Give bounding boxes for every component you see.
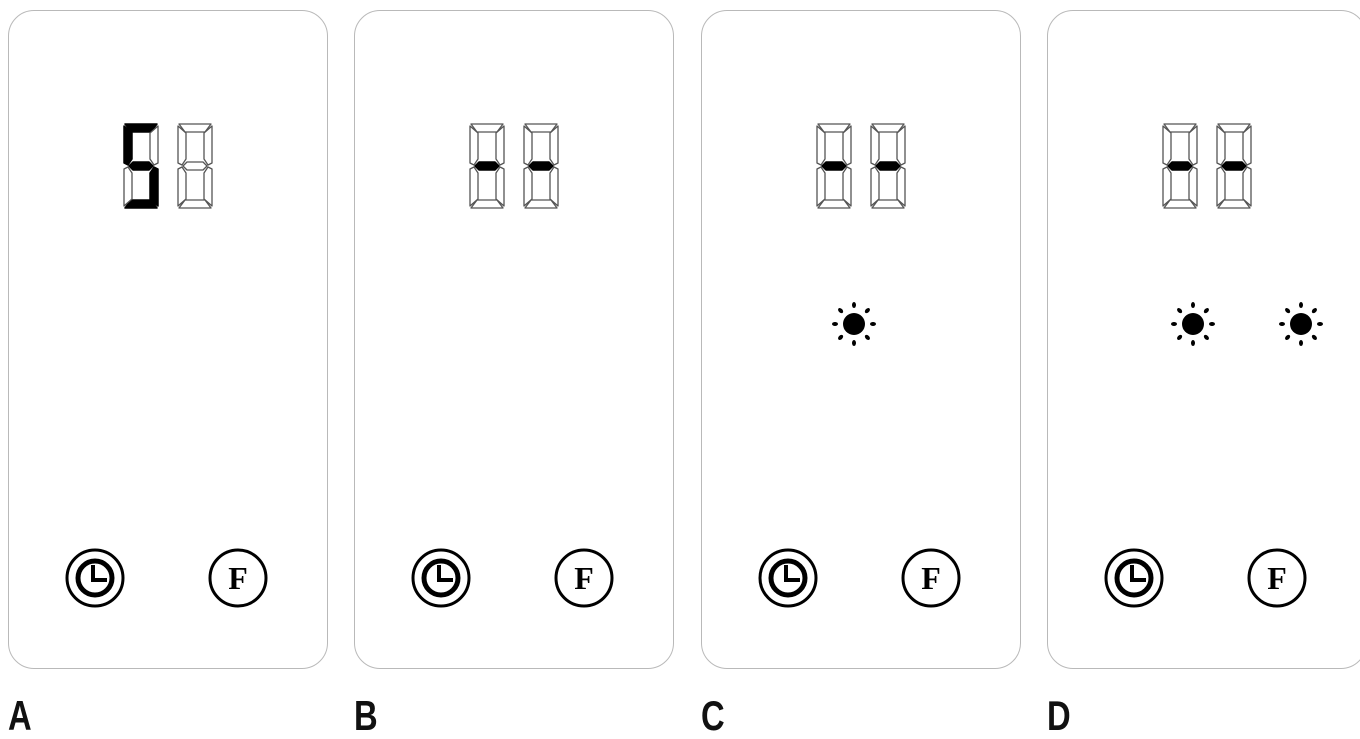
segment-e-off — [870, 166, 880, 207]
display-panel-c: F — [701, 10, 1021, 669]
segment-d-off — [1217, 199, 1251, 209]
f-icon[interactable]: F — [553, 547, 615, 609]
segment-f-off — [870, 125, 880, 166]
digit-2 — [177, 123, 213, 209]
segment-b-off — [1242, 125, 1252, 166]
segment-b-off — [896, 125, 906, 166]
segment-f-off — [177, 125, 187, 166]
segment-e-off — [816, 166, 826, 207]
segment-d-off — [817, 199, 851, 209]
segment-e-off — [1216, 166, 1226, 207]
display-panel-a: F — [8, 10, 328, 669]
display-panel-b: F — [354, 10, 674, 669]
digit-2 — [523, 123, 559, 209]
segment-b-off — [203, 125, 213, 166]
segment-b-off — [842, 125, 852, 166]
segment-e-off — [469, 166, 479, 207]
seven-segment-display — [123, 123, 213, 209]
segment-f-off — [1216, 125, 1226, 166]
sun-icon — [832, 302, 876, 346]
segment-g-on — [1167, 161, 1193, 171]
segment-g-off — [182, 161, 208, 171]
digit-2 — [870, 123, 906, 209]
panel-label-a: A — [8, 692, 32, 739]
segment-e-off — [1162, 166, 1172, 207]
segment-c-off — [896, 166, 906, 207]
segment-c-off — [1242, 166, 1252, 207]
segment-d-off — [1163, 199, 1197, 209]
segment-c-off — [495, 166, 505, 207]
segment-f-off — [1162, 125, 1172, 166]
panel-label-c: C — [701, 692, 725, 739]
clock-icon[interactable] — [757, 547, 819, 609]
digit-1 — [1162, 123, 1198, 209]
segment-g-on — [875, 161, 901, 171]
segment-e-off — [177, 166, 187, 207]
segment-d-off — [178, 199, 212, 209]
segment-c-off — [842, 166, 852, 207]
segment-f-on — [123, 125, 133, 166]
f-button-label: F — [1267, 560, 1287, 596]
digit-1 — [816, 123, 852, 209]
segment-g-on — [1221, 161, 1247, 171]
clock-icon[interactable] — [410, 547, 472, 609]
digit-1 — [469, 123, 505, 209]
segment-e-off — [523, 166, 533, 207]
segment-g-on — [474, 161, 500, 171]
f-icon[interactable]: F — [900, 547, 962, 609]
segment-d-on — [124, 199, 158, 209]
f-icon[interactable]: F — [1246, 547, 1308, 609]
seven-segment-display — [469, 123, 559, 209]
segment-e-off — [123, 166, 133, 207]
segment-b-off — [549, 125, 559, 166]
segment-d-off — [524, 199, 558, 209]
segment-b-off — [1188, 125, 1198, 166]
segment-b-off — [495, 125, 505, 166]
segment-c-off — [549, 166, 559, 207]
segment-d-off — [871, 199, 905, 209]
sun-icon — [1171, 302, 1215, 346]
segment-d-off — [470, 199, 504, 209]
segment-f-off — [816, 125, 826, 166]
digit-1 — [123, 123, 159, 209]
f-icon[interactable]: F — [207, 547, 269, 609]
panel-label-b: B — [354, 692, 378, 739]
f-button-label: F — [228, 560, 248, 596]
sun-icon — [1279, 302, 1323, 346]
segment-c-off — [1188, 166, 1198, 207]
panel-label-d: D — [1047, 692, 1071, 739]
seven-segment-display — [1162, 123, 1252, 209]
segment-f-off — [469, 125, 479, 166]
f-button-label: F — [574, 560, 594, 596]
f-button-label: F — [921, 560, 941, 596]
segment-g-on — [821, 161, 847, 171]
segment-g-on — [128, 161, 154, 171]
segment-c-off — [203, 166, 213, 207]
clock-icon[interactable] — [1103, 547, 1165, 609]
segment-g-on — [528, 161, 554, 171]
segment-f-off — [523, 125, 533, 166]
segment-c-on — [149, 166, 159, 207]
clock-icon[interactable] — [64, 547, 126, 609]
digit-2 — [1216, 123, 1252, 209]
seven-segment-display — [816, 123, 906, 209]
segment-b-off — [149, 125, 159, 166]
display-panel-d: F — [1047, 10, 1360, 669]
